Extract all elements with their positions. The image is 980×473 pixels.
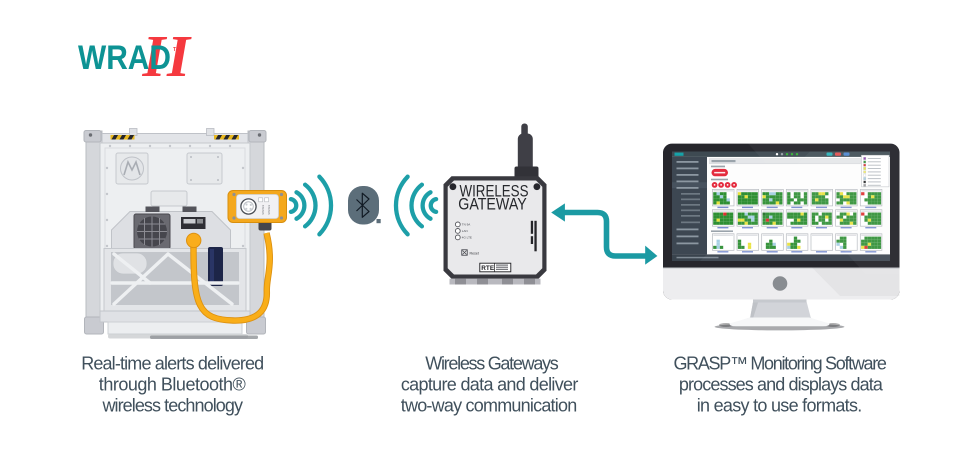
svg-text:LAN: LAN: [462, 229, 468, 233]
svg-text:TN 9A: TN 9A: [462, 223, 471, 227]
svg-text:STATUS: STATUS: [261, 205, 265, 215]
svg-text:STATUS: STATUS: [267, 205, 271, 215]
svg-text:through Bluetooth®: through Bluetooth®: [99, 374, 246, 394]
svg-text:capture data and deliver: capture data and deliver: [401, 374, 578, 394]
svg-text:GRASP™ Monitoring Software: GRASP™ Monitoring Software: [673, 354, 887, 374]
svg-text:4G LTE: 4G LTE: [462, 236, 472, 240]
svg-text:WRAD: WRAD: [78, 39, 171, 77]
svg-text:in easy to use formats.: in easy to use formats.: [697, 395, 863, 415]
svg-text:II: II: [142, 23, 192, 89]
svg-text:two-way communication: two-way communication: [401, 395, 578, 415]
svg-text:Wireless Gateways: Wireless Gateways: [425, 354, 559, 374]
svg-text:TM: TM: [173, 47, 181, 53]
svg-text:wireless technology: wireless technology: [101, 395, 243, 415]
svg-text:Reset: Reset: [470, 252, 479, 256]
svg-text:Real-time alerts delivered: Real-time alerts delivered: [81, 354, 264, 374]
svg-text:GATEWAY: GATEWAY: [458, 195, 527, 214]
svg-text:RTE: RTE: [481, 265, 495, 272]
svg-text:processes and displays data: processes and displays data: [679, 374, 884, 394]
svg-text:WIRELESS: WIRELESS: [460, 183, 529, 201]
